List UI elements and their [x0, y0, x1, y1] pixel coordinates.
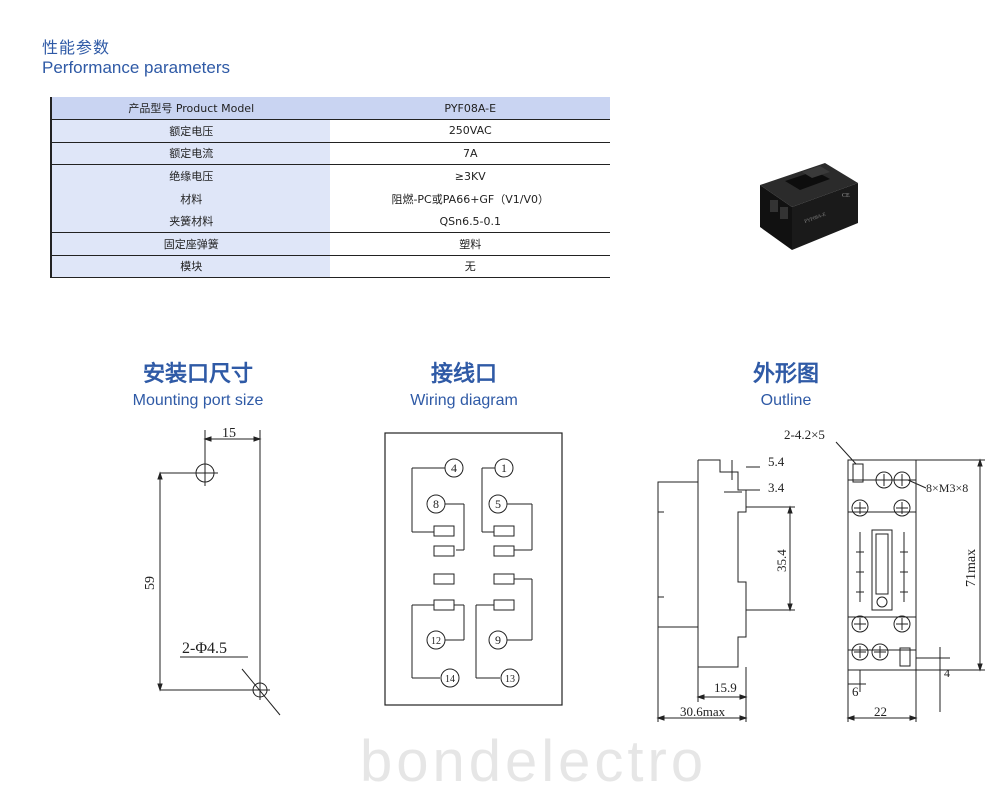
dim-6: 6: [852, 684, 859, 699]
terminal-label: 5: [495, 497, 501, 511]
dim-71: 71max: [964, 549, 979, 587]
dim-4: 4: [944, 666, 950, 680]
mounting-title: 安装口尺寸 Mounting port size: [98, 356, 298, 410]
wiring-title-cn: 接线口: [430, 362, 497, 387]
dim-15-9: 15.9: [714, 680, 737, 695]
dim-30-6: 30.6max: [680, 704, 726, 719]
watermark: bondelectro: [360, 729, 708, 791]
wiring-diagram: 4 1 8 5 12 9 14 13: [384, 432, 563, 706]
terminal-label: 13: [505, 674, 515, 685]
spec-value: 塑料: [330, 232, 610, 256]
terminal-label: 8: [433, 497, 439, 511]
svg-text:CE: CE: [842, 193, 850, 199]
section-title-en: Performance parameters: [42, 58, 231, 77]
spec-label: 绝缘电压: [49, 164, 331, 188]
spec-label: 模块: [49, 255, 331, 279]
dim-width-label: 15: [222, 426, 236, 441]
table-row: 额定电压 250VAC: [49, 119, 610, 143]
table-row: 绝缘电压 ≥3KV: [49, 164, 610, 188]
terminal-label: 9: [495, 633, 501, 647]
dim-screws: 8×M3×8: [926, 481, 968, 495]
terminal-label: 14: [445, 674, 455, 685]
dim-35-4: 35.4: [774, 549, 789, 572]
spec-value: ≥3KV: [330, 164, 610, 188]
mounting-diagram: 15 59 2-Φ4.5: [143, 426, 281, 716]
outline-title-en: Outline: [760, 392, 812, 409]
outline-title: 外形图 Outline: [686, 356, 886, 410]
terminal-label: 4: [451, 461, 457, 475]
table-row: 材料 阻燃-PC或PA66+GF（V1/V0）: [49, 187, 610, 210]
spec-label: 固定座弹簧: [49, 232, 331, 256]
spec-value: PYF08A-E: [330, 97, 610, 121]
spec-table: 产品型号 Product Model PYF08A-E 额定电压 250VAC …: [49, 97, 610, 279]
dim-height-label: 59: [143, 576, 158, 590]
spec-value: 阻燃-PC或PA66+GF（V1/V0）: [330, 187, 610, 210]
spec-label: 夹簧材料: [49, 209, 331, 234]
mounting-title-cn: 安装口尺寸: [142, 362, 253, 387]
spec-label: 额定电流: [49, 142, 331, 166]
outline-diagram: 5.4 3.4 35.4 15.9 30.6max: [656, 427, 985, 722]
table-row: 固定座弹簧 塑料: [49, 232, 610, 256]
spec-label: 材料: [49, 187, 331, 210]
terminal-label: 12: [431, 636, 441, 647]
spec-value: 无: [330, 255, 610, 279]
spec-label: 产品型号 Product Model: [49, 97, 331, 121]
dim-22: 22: [874, 704, 887, 719]
wiring-title: 接线口 Wiring diagram: [364, 356, 564, 410]
table-row: 模块 无: [49, 255, 610, 279]
table-row: 夹簧材料 QSn6.5-0.1: [49, 209, 610, 234]
table-row: 产品型号 Product Model PYF08A-E: [49, 97, 610, 121]
section-title-cn: 性能参数: [42, 38, 111, 57]
relay-socket-photo: PYF08A-E CE: [760, 163, 858, 250]
wiring-title-en: Wiring diagram: [410, 392, 518, 409]
dim-5-4: 5.4: [768, 454, 785, 469]
spec-value: QSn6.5-0.1: [330, 209, 610, 234]
outline-title-cn: 外形图: [752, 362, 819, 387]
terminal-label: 1: [501, 461, 507, 475]
spec-label: 额定电压: [49, 119, 331, 143]
table-row: 额定电流 7A: [49, 142, 610, 166]
spec-value: 250VAC: [330, 119, 610, 143]
dim-holes: 2-4.2×5: [784, 427, 825, 442]
spec-value: 7A: [330, 142, 610, 166]
dim-hole-label: 2-Φ4.5: [182, 640, 227, 657]
mounting-title-en: Mounting port size: [132, 392, 264, 409]
dim-3-4: 3.4: [768, 480, 785, 495]
